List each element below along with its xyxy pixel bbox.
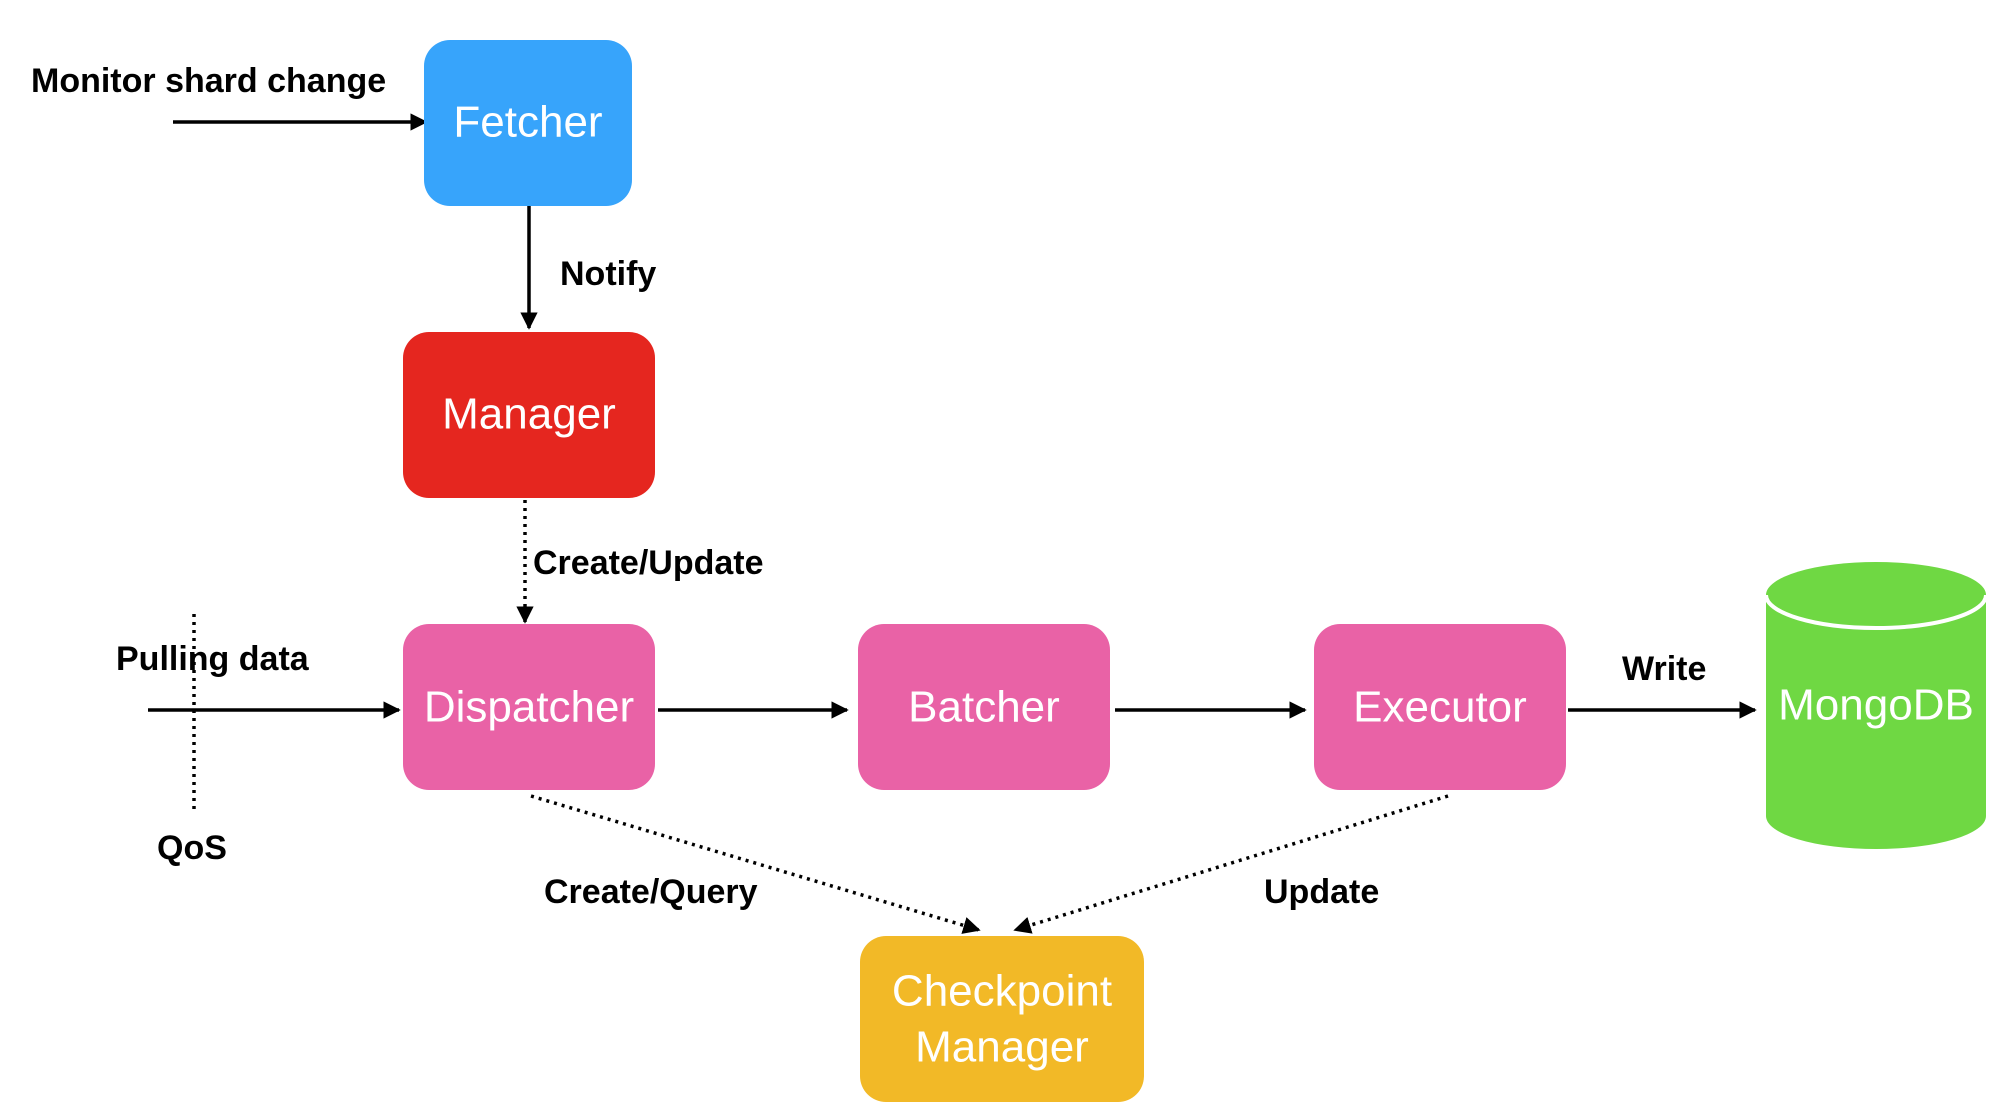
monitor-shard-change-label: Monitor shard change: [31, 62, 386, 100]
qos-label: QoS: [157, 829, 227, 867]
manager-box: [403, 332, 655, 498]
checkpoint-manager-label-line1: Checkpoint: [892, 967, 1112, 1016]
notify-label: Notify: [560, 255, 656, 293]
checkpoint-manager-label-line2: Manager: [915, 1023, 1089, 1072]
create-query-label: Create/Query: [544, 873, 758, 911]
fetcher-label: Fetcher: [453, 98, 602, 147]
update-label: Update: [1264, 873, 1379, 911]
fetcher-box: [424, 40, 632, 206]
dispatcher-node: Dispatcher: [403, 624, 655, 790]
create-query-arrow: [530, 794, 981, 934]
dispatcher-label: Dispatcher: [424, 683, 634, 732]
mongodb-label: MongoDB: [1778, 681, 1974, 730]
mongodb-cylinder-icon: [1766, 562, 1986, 849]
mongodb-node: MongoDB: [1764, 562, 1988, 849]
write-label: Write: [1622, 650, 1706, 688]
manager-label: Manager: [442, 390, 616, 439]
executor-box: [1314, 624, 1566, 790]
update-arrow: [1013, 794, 1449, 934]
mongodb-cylinder-rim: [1764, 594, 1988, 630]
batcher-box: [858, 624, 1110, 790]
checkpoint-manager-node: Checkpoint Manager: [860, 936, 1144, 1102]
create-update-label: Create/Update: [533, 544, 764, 582]
checkpoint-manager-box: [860, 936, 1144, 1102]
batcher-label: Batcher: [908, 683, 1060, 732]
manager-node: Manager: [403, 332, 655, 498]
batcher-node: Batcher: [858, 624, 1110, 790]
fetcher-node: Fetcher: [424, 40, 632, 206]
dispatcher-box: [403, 624, 655, 790]
executor-label: Executor: [1353, 683, 1527, 732]
pulling-data-label: Pulling data: [116, 640, 310, 678]
executor-node: Executor: [1314, 624, 1566, 790]
